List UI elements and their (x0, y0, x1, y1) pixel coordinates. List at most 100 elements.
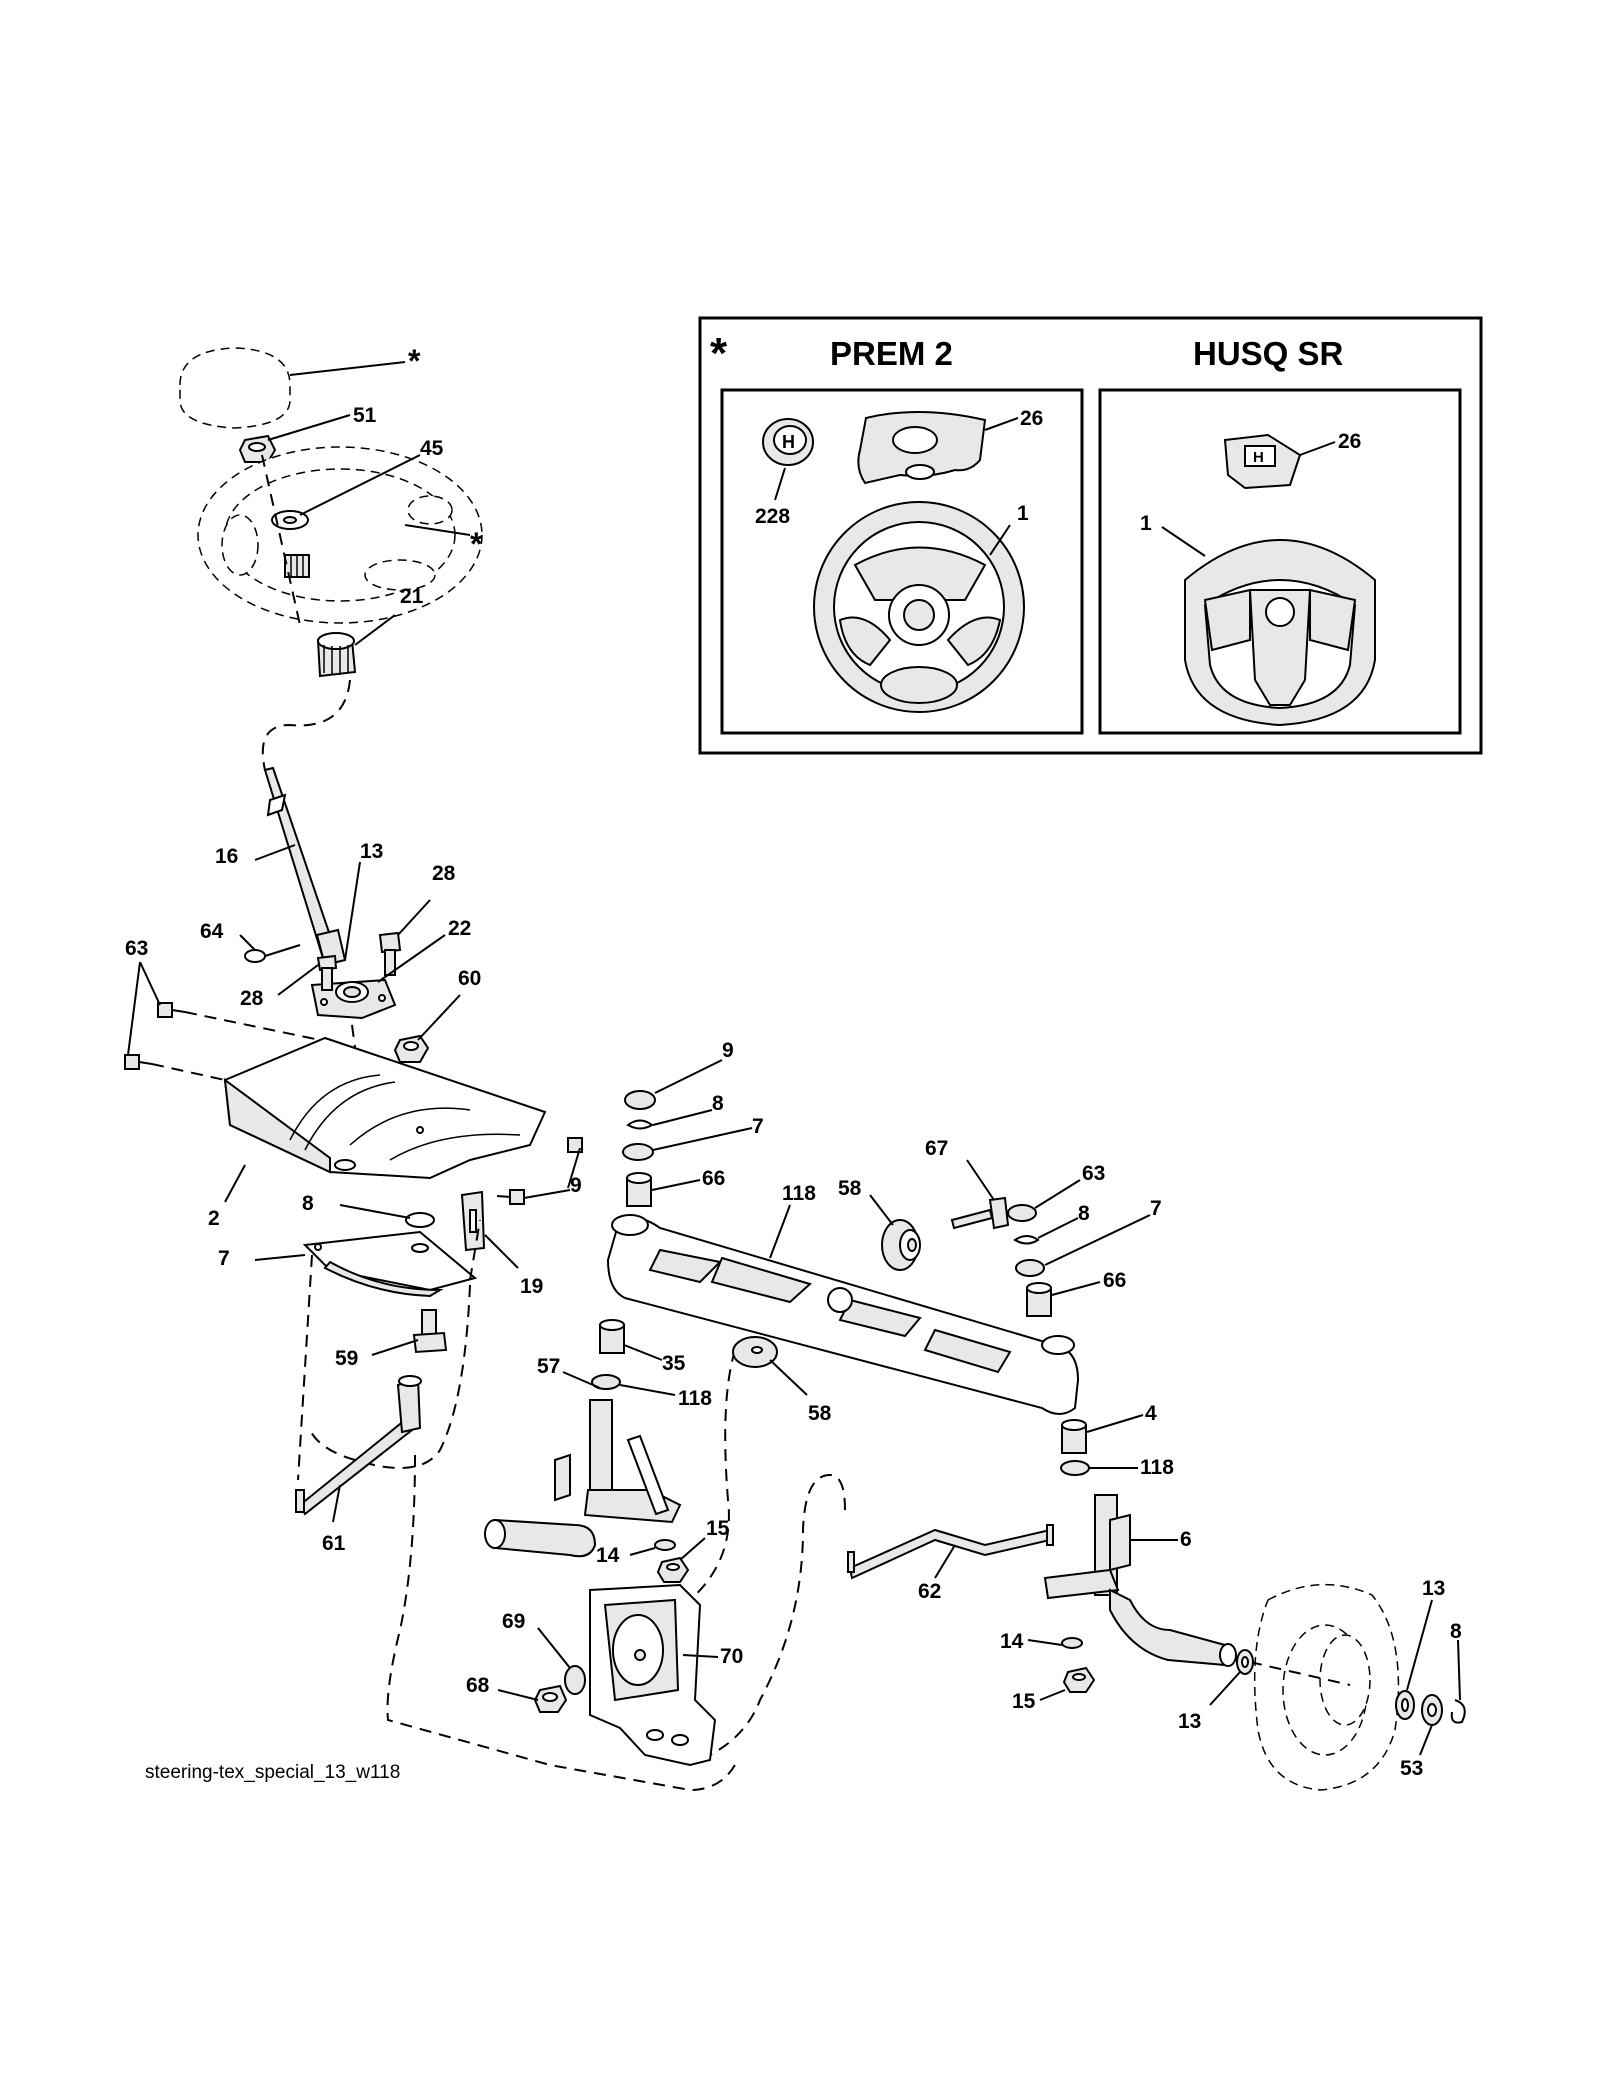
callout-19: 2 (208, 1207, 220, 1230)
callout-13-outer: 13 (1422, 1577, 1445, 1600)
bracket-57-icon (460, 1190, 486, 1252)
washer-6-right-icon (1060, 1460, 1090, 1476)
tie-rod-62-icon (847, 1524, 1054, 1580)
husq-steering-wheel-icon (1184, 539, 1376, 727)
callout-8-left: 8 (712, 1092, 724, 1115)
callout-15-right: 15 (1012, 1690, 1036, 1713)
steering-wheel-ghost (197, 446, 483, 624)
washer-7-left-icon (622, 1143, 654, 1161)
washer-6-left-icon (591, 1374, 621, 1390)
bolt-66-icon (950, 1196, 1010, 1230)
callout-67-upper-text: 58 (838, 1177, 862, 1200)
callout-22: 22 (448, 917, 471, 940)
callout-14-right: 14 (1000, 1630, 1024, 1653)
steering-arm-70-icon (589, 1583, 717, 1767)
nut-68-icon (533, 1684, 568, 1713)
screw-63-upper-icon (157, 1002, 186, 1018)
callout-21: 21 (400, 585, 424, 608)
callout-9-left: 9 (722, 1039, 734, 1062)
bushing-118-right-top-icon (1026, 1282, 1052, 1317)
callout-16: 16 (215, 845, 238, 868)
steering-bracket-19-icon (223, 1036, 547, 1180)
svg-text:H: H (782, 432, 795, 452)
callout-15-left: 15 (706, 1517, 730, 1540)
spindle-4-icon (484, 1399, 682, 1558)
washer-14-right-icon (1061, 1637, 1083, 1649)
callout-28-left: 28 (240, 987, 264, 1010)
bushing-118-left-bottom-icon (599, 1319, 625, 1354)
nut-15-right-icon (1062, 1666, 1096, 1693)
inset-label-228: 228 (755, 505, 790, 528)
callout-14-left: 14 (596, 1544, 620, 1567)
bushing-118-left-top-icon (626, 1172, 652, 1207)
callout-8-outer: 8 (1450, 1620, 1462, 1643)
nut-51-icon (238, 434, 277, 463)
washer-13-outer-icon (1395, 1690, 1415, 1720)
screw-63-right-top-icon (567, 1137, 583, 1153)
bolt-58-icon (412, 1309, 448, 1354)
washer-67-lower-icon (732, 1336, 778, 1368)
inset-label-1-right: 1 (1140, 512, 1152, 535)
inset-label-26-right: 26 (1338, 430, 1361, 453)
clip-8-outer-icon (1450, 1699, 1466, 1724)
callout-118-left-bottom: 35 (662, 1352, 686, 1375)
inset-label-1-left: 1 (1017, 502, 1029, 525)
drag-link-61-icon (295, 1375, 422, 1516)
callout-5: 6 (1180, 1528, 1192, 1551)
callout-4: 57 (537, 1355, 560, 1378)
callout-7-left: 7 (752, 1115, 764, 1138)
callout-68: 68 (466, 1674, 490, 1697)
callout-13-shaft: 13 (360, 840, 383, 863)
washer-45-icon (271, 510, 309, 530)
clip-8-left-icon (626, 1119, 654, 1130)
callout-star-wheel: * (470, 526, 483, 562)
callout-66: 67 (925, 1137, 948, 1160)
callout-45: 45 (420, 437, 444, 460)
callout-9-right: 63 (1082, 1162, 1105, 1185)
steering-shaft-16-icon (263, 766, 347, 967)
callout-6-left: 118 (678, 1387, 712, 1410)
svg-text:H: H (1253, 449, 1264, 466)
callout-69: 69 (502, 1610, 525, 1633)
bushing-118-right-bottom-icon (1061, 1419, 1087, 1454)
callout-star-cap: * (408, 343, 421, 379)
clip-8-right-icon (1013, 1235, 1040, 1245)
callout-70: 70 (720, 1645, 743, 1668)
husq-center-cover-icon: H (1223, 433, 1302, 490)
bolt-28-left-icon (316, 954, 338, 991)
cap-9-left-icon (624, 1090, 656, 1110)
inset-label-26-left: 26 (1020, 407, 1043, 430)
front-axle-2-icon (606, 1214, 1080, 1415)
bolt-28-top-icon (378, 931, 402, 976)
callout-51: 51 (353, 404, 377, 427)
nut-15-left-icon (656, 1556, 690, 1583)
callout-64: 64 (200, 920, 224, 943)
callout-6-right: 118 (1140, 1456, 1174, 1479)
screw-63-lower-icon (124, 1054, 153, 1070)
washer-59-icon (405, 1212, 435, 1228)
sector-gear-35-icon (302, 1230, 478, 1298)
callout-118-right-top: 66 (1103, 1269, 1126, 1292)
prem2-steering-wheel-icon (813, 501, 1025, 713)
callout-62: 62 (918, 1580, 941, 1603)
hub-splined-icon (284, 554, 310, 578)
callout-61: 61 (322, 1532, 346, 1555)
callout-2: 118 (782, 1182, 816, 1205)
screw-63-right-bottom-icon (496, 1189, 525, 1205)
callout-118-right-bottom: 4 (1145, 1402, 1157, 1425)
callout-63-right: 9 (570, 1174, 582, 1197)
callout-57: 19 (520, 1275, 543, 1298)
steering-wheel-options-inset: * PREM 2 HUSQ SR H 26 228 1 (698, 316, 1483, 755)
callout-28-top: 28 (432, 862, 456, 885)
spacer-67-upper-icon (881, 1219, 921, 1271)
prem2-emblem-icon: H (762, 418, 814, 466)
spindle-5-icon (1043, 1494, 1237, 1667)
steering-cap-ghost (179, 347, 291, 429)
callout-35: 7 (218, 1247, 230, 1270)
callout-13-inner: 13 (1178, 1710, 1201, 1733)
inset-title-husq-sr: HUSQ SR (1193, 335, 1344, 372)
callout-59: 8 (302, 1192, 314, 1215)
callout-118-left-top: 66 (702, 1167, 725, 1190)
diagram-caption: steering-tex_special_13_w118 (145, 1762, 400, 1783)
